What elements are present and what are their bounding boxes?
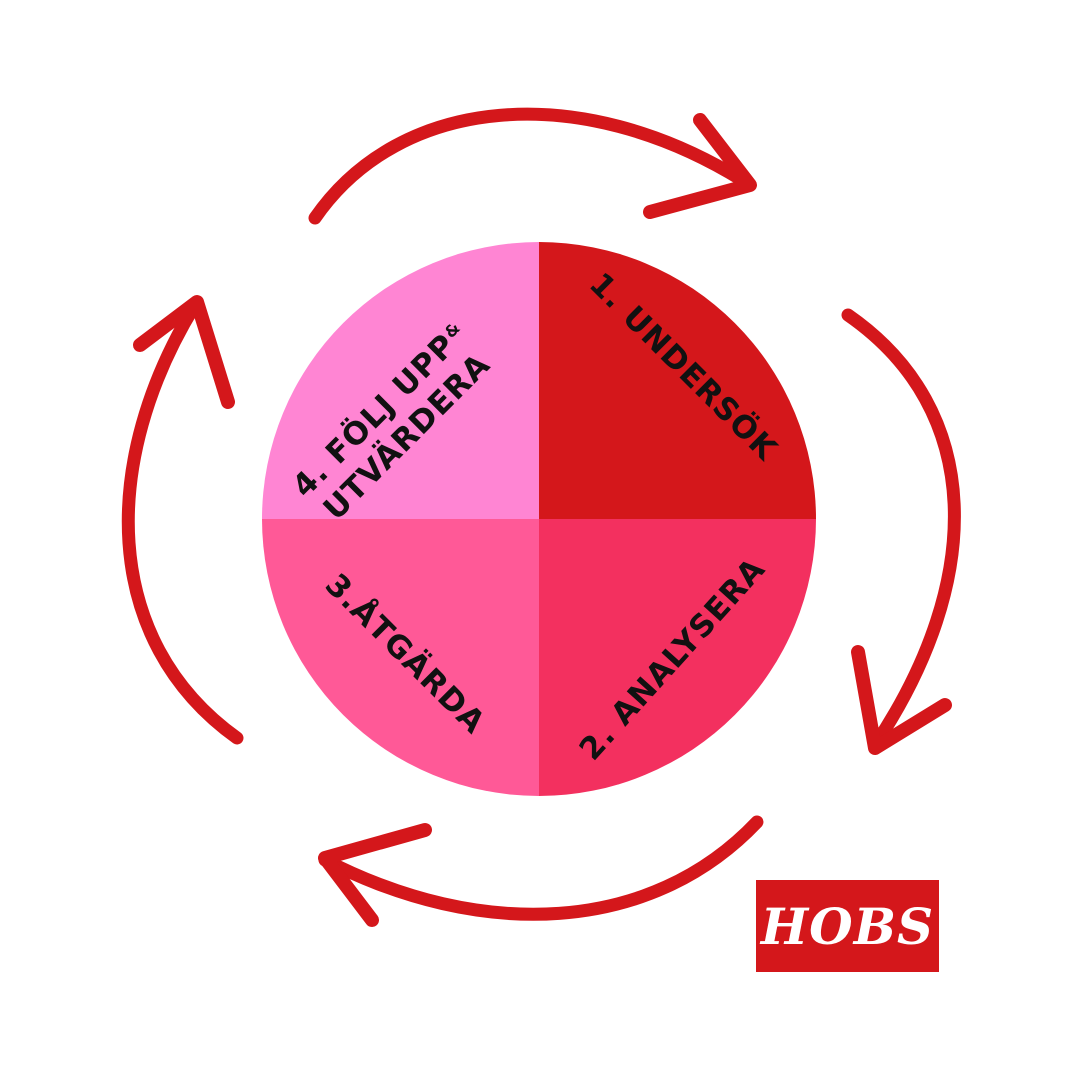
quadrant-undersok: [539, 242, 816, 519]
quadrant-atgarda: [262, 519, 539, 796]
arrow-top-shaft: [308, 107, 749, 225]
arrow-bottom-head: [318, 823, 432, 927]
arrow-right-shaft: [841, 308, 961, 752]
quadrant-analysera: [539, 519, 816, 796]
arrow-bottom-shaft: [318, 815, 764, 921]
arrow-top: [308, 107, 757, 225]
hobs-logo-text: HOBS: [760, 896, 935, 956]
arrow-bottom: [318, 815, 764, 927]
arrow-left-head: [133, 295, 235, 409]
quadrant-folj-upp: [262, 242, 539, 519]
cycle-arrows: [121, 107, 961, 927]
hobs-logo: HOBS: [756, 880, 939, 972]
arrow-right: [841, 308, 961, 755]
arrow-right-head: [851, 645, 952, 755]
arrow-left: [121, 295, 244, 745]
arrow-left-shaft: [121, 298, 244, 745]
arrow-top-head: [643, 113, 757, 219]
pie-chart: [262, 242, 816, 796]
